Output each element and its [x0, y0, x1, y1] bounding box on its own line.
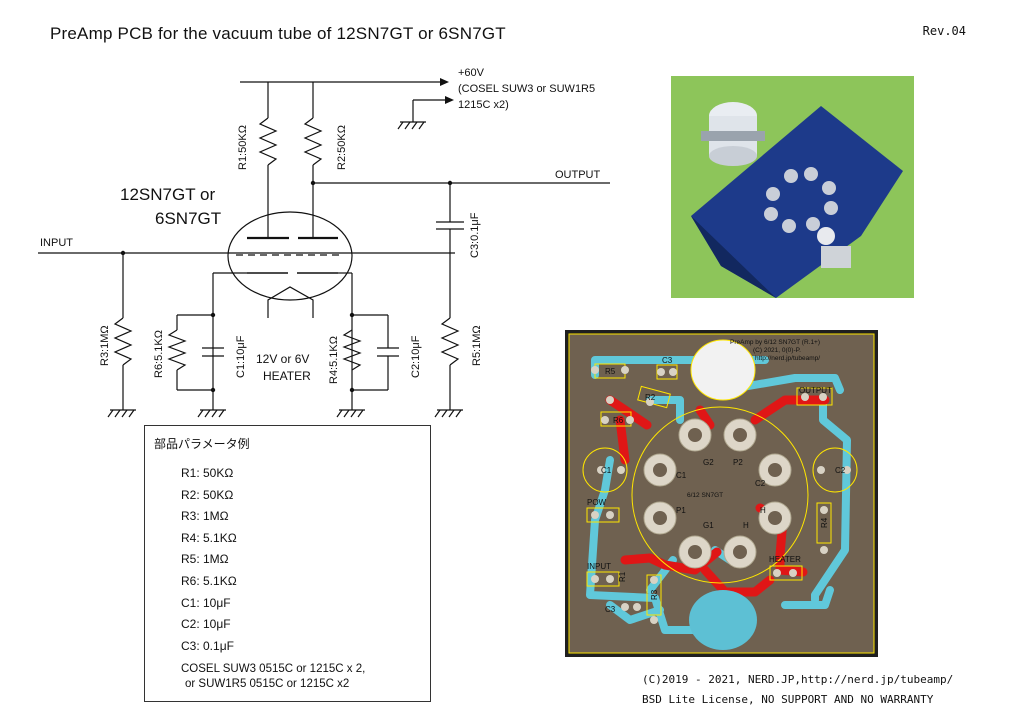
- r6-label: R6:5.1KΩ: [153, 330, 165, 378]
- pcb-pin-g1: G1: [703, 521, 714, 530]
- pcb-label-r5: R5: [605, 367, 616, 376]
- pcb-pin-c2: C2: [755, 479, 766, 488]
- heater-filament: [267, 286, 314, 318]
- power-supply-note: COSEL SUW3 0515C or 1215C x 2, or SUW1R5…: [181, 662, 365, 692]
- pcb-label-c1-outline: C1: [601, 466, 612, 475]
- c3-label: C3:0.1μF: [469, 212, 481, 258]
- pcb-pin-c1: C1: [676, 471, 687, 480]
- list-item: R2: 50KΩ: [181, 487, 234, 502]
- list-item: C3: 0.1μF: [181, 638, 234, 653]
- c1-outline: [582, 447, 628, 493]
- pcb-board-photo: [691, 106, 903, 298]
- pcb-title-line1: PreAmp by 6/12 SN7GT (R.1+): [730, 339, 820, 346]
- heater-label-line2: HEATER: [263, 369, 311, 383]
- pcb-pin-h1: H: [760, 506, 766, 515]
- r3-label: R3:1MΩ: [99, 325, 111, 366]
- r2-label: R2:50KΩ: [336, 125, 348, 170]
- pcb-pin-g2: G2: [703, 458, 714, 467]
- parts-list: R1: 50KΩ R2: 50KΩ R3: 1MΩ R4: 5.1KΩ R5: …: [181, 463, 237, 657]
- mounting-hole-bottom: [689, 590, 757, 650]
- list-item: C2: 10μF: [181, 617, 231, 632]
- pcb-label-r6: R6: [613, 416, 624, 425]
- pcb-label-c2-outline: C2: [835, 466, 846, 475]
- revision-label: Rev.04: [922, 24, 966, 38]
- r1-label: R1:50KΩ: [237, 125, 249, 170]
- pcb-pin-p1: P1: [676, 506, 686, 515]
- supply-note-line1: (COSEL SUW3 or SUW1R5: [458, 83, 595, 95]
- r6-resistor: [167, 329, 187, 371]
- output-label: OUTPUT: [555, 169, 601, 181]
- pcb-label-r3: R3: [650, 589, 659, 600]
- supply-note-line2: 1215C x2): [458, 99, 509, 111]
- pcb-photo: [671, 76, 914, 298]
- parts-list-box: 部品パラメータ例 R1: 50KΩ R2: 50KΩ R3: 1MΩ R4: 5…: [144, 425, 431, 702]
- copyright-line1: (C)2019 - 2021, NERD.JP,http://nerd.jp/t…: [642, 673, 954, 686]
- tube-name-line2: 6SN7GT: [155, 209, 221, 228]
- copyright-line2: BSD Lite License, NO SUPPORT AND NO WARR…: [642, 693, 934, 706]
- mounting-hole-top: [690, 339, 756, 401]
- pcb-label-c3-bottom: C3: [605, 605, 616, 614]
- power-note-line1: COSEL SUW3 0515C or 1215C x 2,: [181, 663, 366, 675]
- copyright-notice: (C)2019 - 2021, NERD.JP,http://nerd.jp/t…: [642, 670, 953, 710]
- list-item: R1: 50KΩ: [181, 466, 234, 480]
- input-label: INPUT: [40, 237, 73, 249]
- pcb-label-c3-top: C3: [662, 356, 673, 365]
- pcb-pin-p2: P2: [733, 458, 743, 467]
- list-item: C1: 10μF: [181, 595, 231, 610]
- pcb-pin-h2: H: [743, 521, 749, 530]
- parts-heading: 部品パラメータ例: [154, 437, 250, 451]
- schematic-diagram: +60V (COSEL SUW3 or SUW1R5 1215C x2) OUT…: [38, 67, 610, 418]
- r2-resistor: [303, 117, 323, 166]
- heater-label-line1: 12V or 6V: [256, 352, 309, 366]
- r4-label: R4:5.1KΩ: [328, 336, 340, 384]
- supply-voltage-label: +60V: [458, 67, 485, 79]
- list-item: R5: 1MΩ: [181, 552, 229, 567]
- tube-socket-outline: [631, 406, 809, 584]
- pcb-center-label: 6/12 SN7GT: [687, 492, 723, 499]
- pcb-title-line2: (C) 2021, 0(0)-P.: [753, 347, 801, 354]
- tube-name-line1: 12SN7GT or: [120, 185, 215, 204]
- power-note-line2: or SUW1R5 0515C or 1215C x2: [185, 678, 350, 690]
- pcb-label-pow: POW: [587, 498, 607, 507]
- ground-symbols: [107, 121, 463, 418]
- r4-resistor: [342, 329, 362, 371]
- pcb-label-input: INPUT: [587, 562, 611, 571]
- page-title: PreAmp PCB for the vacuum tube of 12SN7G…: [50, 24, 506, 43]
- r5-label: R5:1MΩ: [471, 325, 483, 366]
- pcb-label-output: OUTPUT: [799, 386, 832, 395]
- list-item: R4: 5.1KΩ: [181, 530, 237, 545]
- c1-label: C1:10μF: [235, 335, 247, 378]
- pcb-title-line3: http://nerd.jp/tubeamp/: [755, 355, 820, 362]
- r5-resistor: [440, 317, 460, 366]
- component-pads: [591, 366, 851, 624]
- c2-outline: [812, 447, 858, 493]
- pcb-label-r1: R1: [618, 571, 627, 582]
- r3-resistor: [113, 317, 133, 366]
- pcb-label-r4: R4: [820, 517, 829, 528]
- list-item: R3: 1MΩ: [181, 509, 229, 524]
- c2-label: C2:10μF: [410, 335, 422, 378]
- pcb-label-heater: HEATER: [769, 555, 801, 564]
- vacuum-tube: [227, 211, 353, 301]
- r1-resistor: [258, 117, 278, 166]
- list-item: R6: 5.1KΩ: [181, 573, 237, 588]
- pcb-label-r2: R2: [645, 393, 656, 402]
- pcb-layout: PreAmp by 6/12 SN7GT (R.1+) (C) 2021, 0(…: [565, 330, 878, 657]
